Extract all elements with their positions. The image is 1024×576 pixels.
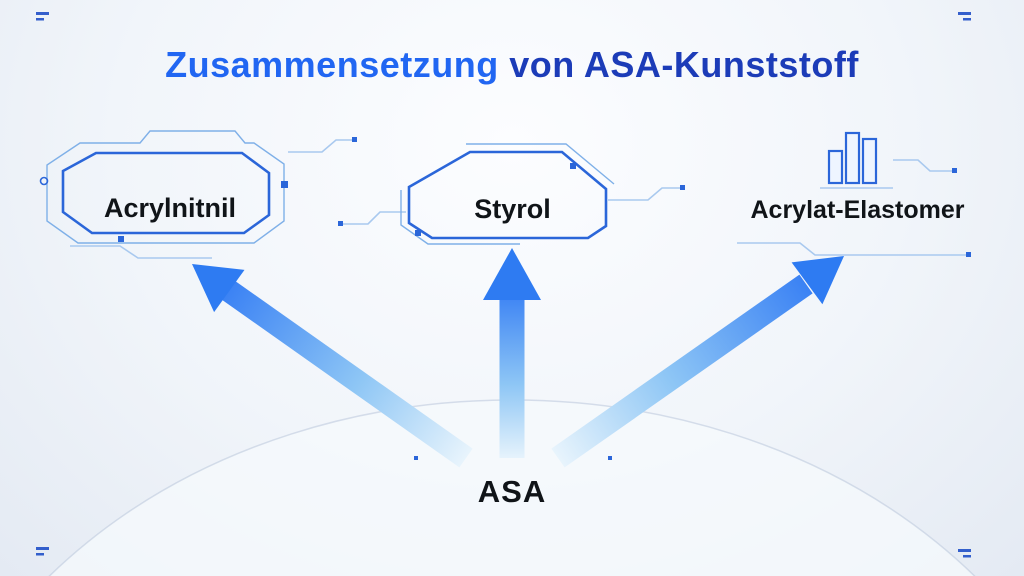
node-acrylnitril-label: Acrylnitnil — [103, 193, 237, 223]
corner-ticks — [36, 12, 971, 558]
acrylnitril-frame — [39, 130, 288, 244]
title-part-primary: Zusammensetzung — [165, 44, 499, 85]
source-asa-label: ASA — [477, 474, 547, 509]
arrow-asa-to-acrylnitril — [192, 264, 473, 468]
arrow-asa-to-styrol — [483, 248, 541, 458]
bar-chart-icon — [827, 131, 878, 185]
circuit-nodes — [338, 137, 971, 460]
arrow-asa-to-acrylat-elastomer — [551, 256, 844, 468]
title-part-secondary: von ASA-Kunststoff — [498, 44, 859, 85]
node-styrol-label: Styrol — [474, 194, 551, 224]
page-title: Zusammensetzung von ASA-Kunststoff — [0, 44, 1024, 86]
styrol-frame — [400, 143, 615, 245]
node-acrylat-elastomer-label: Acrylat-Elastomer — [750, 196, 965, 224]
